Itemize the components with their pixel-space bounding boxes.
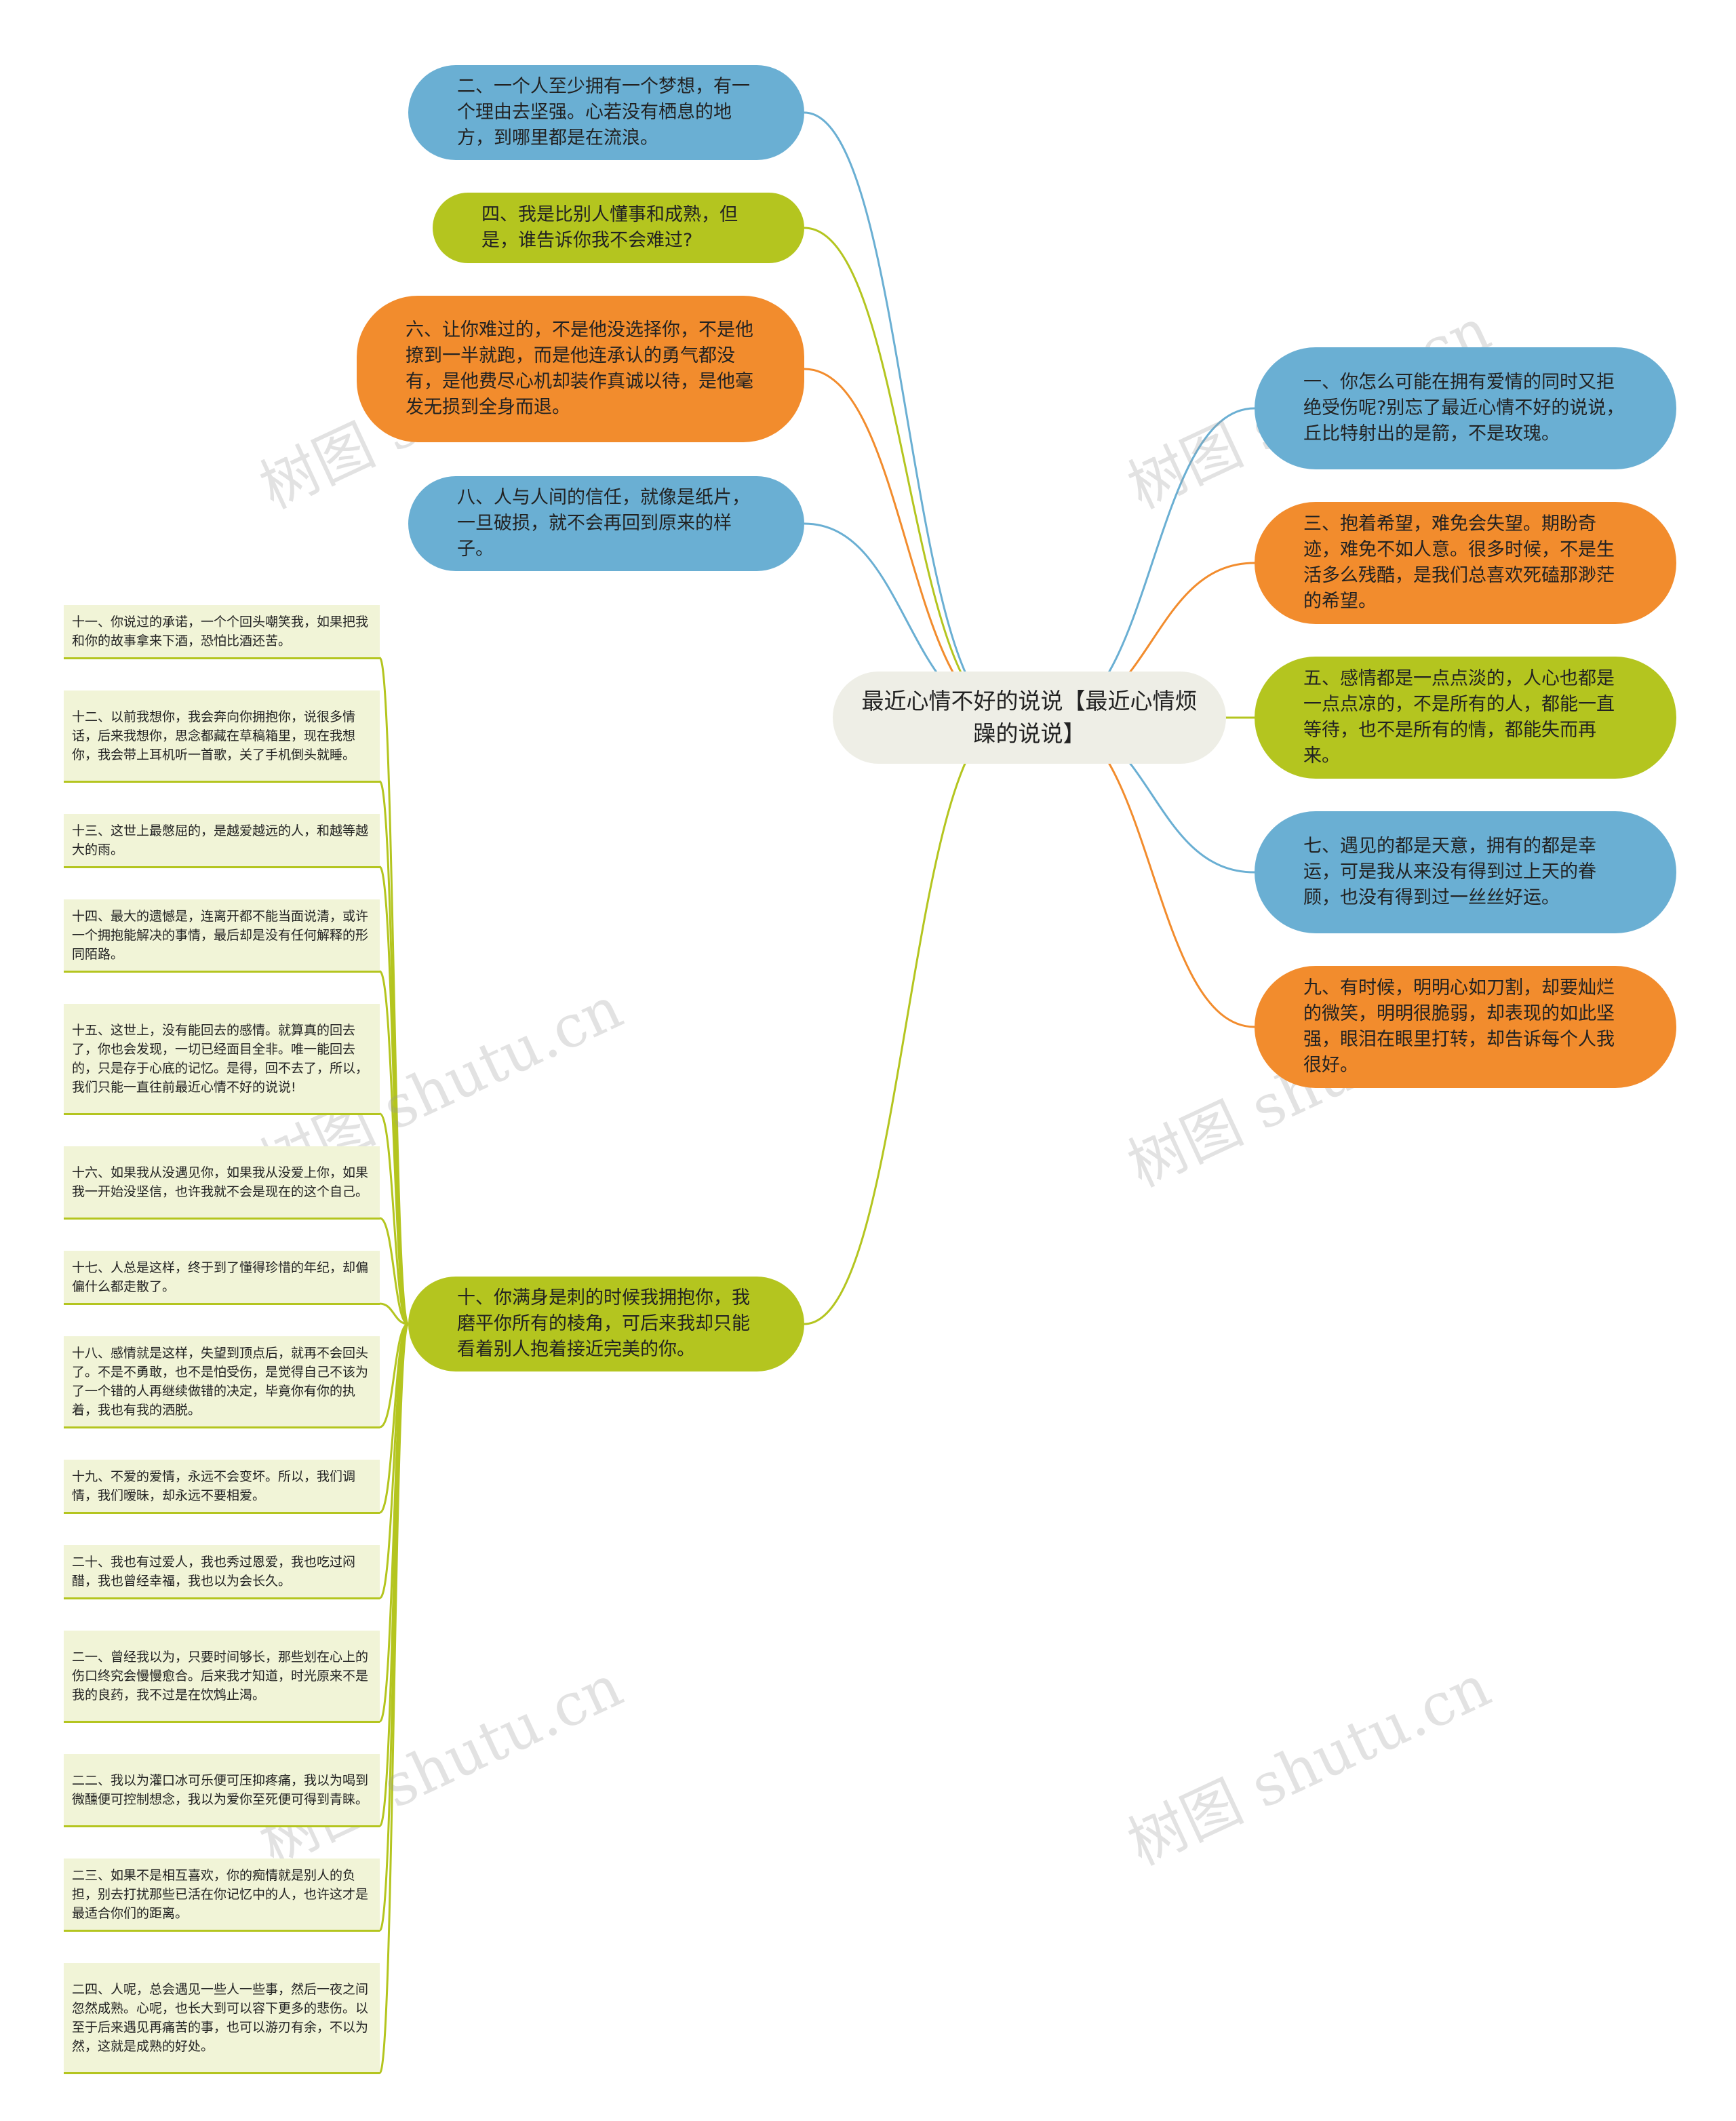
connector-line [379,1302,409,1325]
connector-line [378,780,410,1325]
leaf-node[interactable]: 二三、如果不是相互喜欢，你的痴情就是别人的负担，别去打扰那些已活在你记忆中的人，… [64,1859,380,1932]
connector-line [804,227,1010,719]
connector-line [804,111,1010,719]
connector-line [379,1217,409,1325]
branch-node[interactable]: 一、你怎么可能在拥有爱情的同时又拒绝受伤呢?别忘了最近心情不好的说说，丘比特射出… [1255,347,1676,469]
leaf-node[interactable]: 十七、人总是这样，终于到了懂得珍惜的年纪，却偏偏什么都走散了。 [64,1251,380,1305]
connector-line [378,1323,410,2074]
branch-node[interactable]: 二、一个人至少拥有一个梦想，有一个理由去坚强。心若没有栖息的地方，到哪里都是在流… [408,65,804,160]
leaf-node[interactable]: 二十、我也有过爱人，我也秀过恩爱，我也吃过闷醋，我也曾经幸福，我也以为会长久。 [64,1545,380,1599]
leaf-node[interactable]: 十九、不爱的爱情，永远不会变坏。所以，我们调情，我们暧昧，却永远不要相爱。 [64,1460,380,1514]
branch-node[interactable]: 六、让你难过的，不是他没选择你，不是他撩到一半就跑，而是他连承认的勇气都没有，是… [357,296,804,442]
connector-line [804,368,1010,719]
leaf-node[interactable]: 十六、如果我从没遇见你，如果我从没爱上你，如果我一开始没坚信，也许我就不会是现在… [64,1146,380,1220]
branch-node[interactable]: 三、抱着希望，难免会失望。期盼奇迹，难免不如人意。很多时候，不是生活多么残酷，是… [1255,502,1676,624]
leaf-node[interactable]: 二一、曾经我以为，只要时间够长，那些划在心上的伤口终究会慢慢愈合。后来我才知道，… [64,1631,380,1723]
leaf-node[interactable]: 十八、感情就是这样，失望到顶点后，就再不会回头了。不是不勇敢，也不是怕受伤，是觉… [64,1336,380,1428]
connector-line [379,1323,409,1428]
leaf-node[interactable]: 十二、以前我想你，我会奔向你拥抱你，说很多情话，后来我想你，思念都藏在草稿箱里，… [64,690,380,783]
connector-line [378,970,410,1325]
branch-node[interactable]: 十、你满身是刺的时候我拥抱你，我磨平你所有的棱角，可后来我却只能看着别人抱着接近… [408,1277,804,1371]
leaf-node[interactable]: 二四、人呢，总会遇见一些人一些事，然后一夜之间忽然成熟。心呢，也长大到可以容下更… [64,1963,380,2074]
connector-line [804,716,1010,1325]
branch-node[interactable]: 九、有时候，明明心如刀割，却要灿烂的微笑，明明很脆弱，却表现的如此坚强，眼泪在眼… [1255,966,1676,1088]
central-topic[interactable]: 最近心情不好的说说【最近心情烦躁的说说】 [833,672,1226,764]
branch-node[interactable]: 五、感情都是一点点淡的，人心也都是一点点凉的，不是所有的人，都能一直等待，也不是… [1255,657,1676,779]
connector-line [378,865,410,1325]
leaf-node[interactable]: 十四、最大的遗憾是，连离开都不能当面说清，或许一个拥抱能解决的事情，最后却是没有… [64,899,380,973]
leaf-node[interactable]: 二二、我以为灌口冰可乐便可压抑疼痛，我以为喝到微醺便可控制想念，我以为爱你至死便… [64,1754,380,1827]
connector-line [1049,716,1255,1028]
connector-line [378,1112,410,1325]
leaf-node[interactable]: 十三、这世上最憋屈的，是越爱越远的人，和越等越大的雨。 [64,814,380,868]
branch-node[interactable]: 七、遇见的都是天意，拥有的都是幸运，可是我从来没有得到过上天的眷顾，也没有得到过… [1255,811,1676,933]
branch-node[interactable]: 八、人与人间的信任，就像是纸片，一旦破损，就不会再回到原来的样子。 [408,476,804,571]
leaf-node[interactable]: 十五、这世上，没有能回去的感情。就算真的回去了，你也会发现，一切已经面目全非。唯… [64,1004,380,1115]
branch-node[interactable]: 四、我是比别人懂事和成熟，但是，谁告诉你我不会难过? [433,193,804,263]
leaf-node[interactable]: 十一、你说过的承诺，一个个回头嘲笑我，如果把我和你的故事拿来下酒，恐怕比酒还苦。 [64,605,380,659]
